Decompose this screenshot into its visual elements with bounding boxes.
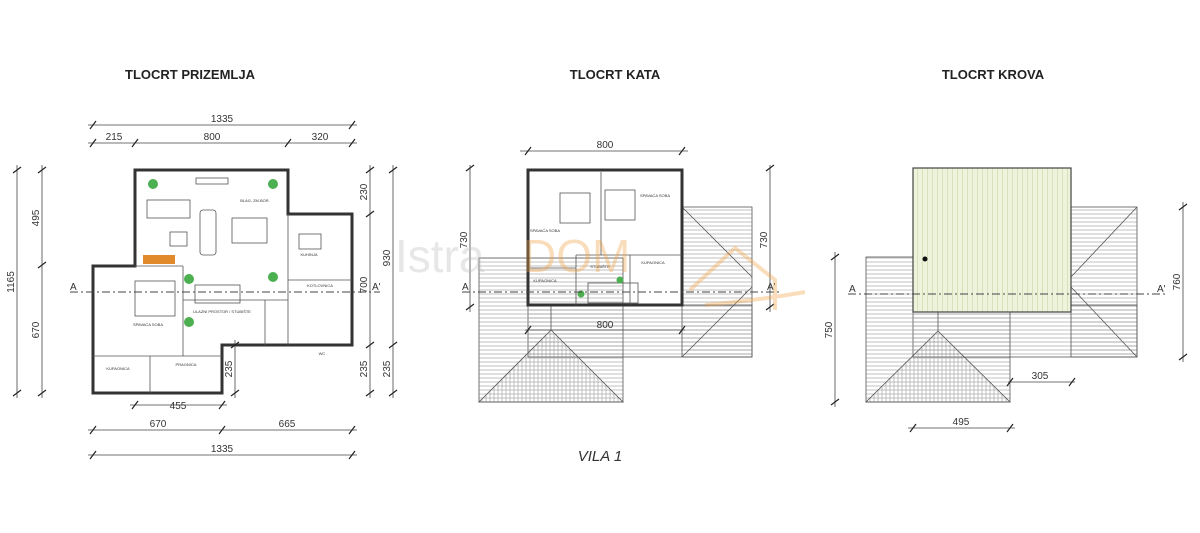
room-label: SPAVAĆA SOBA xyxy=(640,193,670,198)
dim-label: 750 xyxy=(824,321,835,338)
dim-label: 800 xyxy=(597,140,614,151)
dim-label: 1165 xyxy=(6,271,17,293)
dim-label: 760 xyxy=(1172,273,1183,290)
dim-label: 930 xyxy=(382,249,393,266)
green-markers xyxy=(148,179,278,327)
interior-walls xyxy=(528,172,682,305)
room-label: ULAZNI PROSTOR / STUBIŠTE xyxy=(193,309,251,314)
marker-icon xyxy=(184,274,194,284)
dim-label: 700 xyxy=(359,276,370,293)
dim-label: 730 xyxy=(759,231,770,248)
dim-label: 215 xyxy=(106,132,123,143)
dimension-lines xyxy=(12,120,398,460)
roof-plan: 760 750 305 495 A A' xyxy=(824,167,1188,433)
fireplace xyxy=(143,255,175,264)
staircase xyxy=(587,282,639,304)
staircase xyxy=(194,284,241,304)
ground-floor-title: TLOCRT PRIZEMLJA xyxy=(125,67,256,82)
watermark-logo: Istra DOM xyxy=(395,230,806,310)
marker-icon xyxy=(148,179,158,189)
dim-label: 495 xyxy=(31,209,42,226)
dim-label: 800 xyxy=(204,132,221,143)
exterior-wall xyxy=(526,168,684,307)
dim-label: 730 xyxy=(459,231,470,248)
room-label: KUHINJA xyxy=(300,252,317,257)
marker-icon xyxy=(268,179,278,189)
room-label: SPAVAĆA SOBA xyxy=(133,322,163,327)
sofa xyxy=(199,209,217,256)
dim-label: 670 xyxy=(150,419,167,430)
dimension-lines xyxy=(830,202,1188,433)
dim-label: 800 xyxy=(597,320,614,331)
room-label: SPAVAĆA SOBA xyxy=(530,228,560,233)
dim-label: 230 xyxy=(359,183,370,200)
watermark-text: Istra xyxy=(395,230,485,282)
dim-label: 495 xyxy=(953,417,970,428)
room-label: KUPAONICA xyxy=(533,278,557,283)
dim-label: 1335 xyxy=(211,444,234,455)
dimension-lines xyxy=(465,146,775,335)
roof-hip xyxy=(478,329,624,403)
watermark-text: DOM xyxy=(523,230,630,282)
roof-hip xyxy=(865,330,1011,403)
section-label: A' xyxy=(1157,284,1166,295)
section-label: A' xyxy=(767,282,776,293)
bed xyxy=(134,280,176,317)
dim-label: 235 xyxy=(224,360,235,377)
bed xyxy=(559,192,591,224)
drain-icon xyxy=(922,256,928,262)
interior-walls xyxy=(93,214,352,393)
room-label: PRAONICA xyxy=(176,362,197,367)
roof-right xyxy=(681,206,753,358)
ground-floor-plan: BLAG. ZM.BOR. KUHINJA KOTLOVNICA ULAZNI … xyxy=(6,114,398,460)
section-label: A xyxy=(849,284,856,295)
room-label: BLAG. ZM.BOR. xyxy=(240,198,270,203)
coffee-table xyxy=(169,231,188,247)
dim-label: 1335 xyxy=(211,114,234,125)
marker-icon xyxy=(616,276,624,284)
roof-plan-title: TLOCRT KROVA xyxy=(942,67,1045,82)
exterior-wall xyxy=(91,168,354,395)
flat-roof xyxy=(912,167,1072,313)
dim-label: 305 xyxy=(1032,371,1049,382)
section-label: A' xyxy=(372,282,381,293)
window-unit xyxy=(195,177,229,185)
dim-label: 670 xyxy=(31,321,42,338)
room-label: WC xyxy=(319,351,326,356)
dining-table xyxy=(231,217,268,244)
sofa xyxy=(146,199,191,219)
marker-icon xyxy=(184,317,194,327)
section-label: A xyxy=(70,282,77,293)
dim-label: 235 xyxy=(359,360,370,377)
room-label: KOTLOVNICA xyxy=(307,283,333,288)
kitchen-island xyxy=(298,233,322,250)
dim-label: 235 xyxy=(382,360,393,377)
section-label: A xyxy=(462,282,469,293)
marker-icon xyxy=(268,272,278,282)
upper-floor-plan: SPAVAĆA SOBA SPAVAĆA SOBA STUBIŠTE KUPAO… xyxy=(459,140,780,403)
room-label: KUPAONICA xyxy=(106,366,130,371)
room-label: KUPAONICA xyxy=(641,260,665,265)
caption: VILA 1 xyxy=(578,448,622,465)
roof-right xyxy=(1070,206,1138,358)
dim-label: 665 xyxy=(279,419,296,430)
upper-floor-title: TLOCRT KATA xyxy=(570,67,661,82)
room-label: STUBIŠTE xyxy=(590,264,610,269)
dim-label: 455 xyxy=(170,401,187,412)
dim-label: 320 xyxy=(312,132,329,143)
bed xyxy=(604,189,636,221)
